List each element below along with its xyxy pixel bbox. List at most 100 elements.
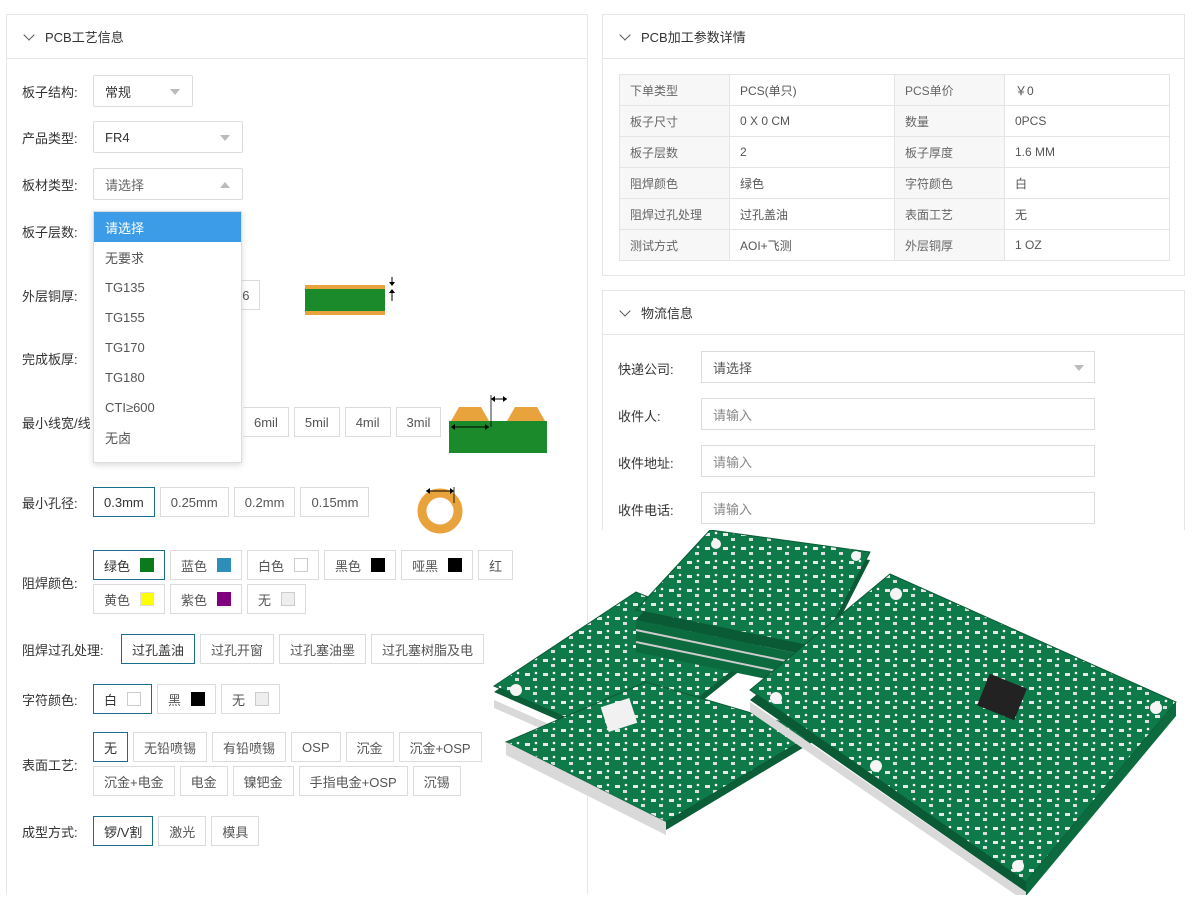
finish-option[interactable]: 电金 (179, 766, 228, 796)
dropdown-option[interactable]: TG155 (105, 309, 145, 325)
param-key: 阻焊颜色 (619, 167, 730, 199)
param-key: 测试方式 (619, 229, 730, 261)
solder-mask-options-row2: 黄色 紫色 无 (93, 584, 311, 614)
finish-option[interactable]: 沉锡 (412, 766, 461, 796)
color-swatch (281, 592, 296, 606)
via-option[interactable]: 过孔塞油墨 (279, 634, 367, 664)
copper-thickness-diagram (305, 277, 395, 315)
option-label: 蓝色 (181, 558, 208, 574)
material-type-row: 板材类型: (7, 168, 93, 200)
color-swatch (191, 692, 206, 706)
layers-row: 板子层数: (7, 215, 93, 247)
trace-option[interactable]: 4mil (344, 407, 391, 437)
trace-option[interactable]: 5mil (293, 407, 340, 437)
finish-option[interactable]: OSP (291, 732, 341, 762)
mask-color-option[interactable]: 白色 (247, 550, 320, 580)
via-option[interactable]: 过孔盖油 (121, 634, 196, 664)
forming-option[interactable]: 模具 (211, 816, 260, 846)
recipient-input[interactable]: 请输入 (701, 398, 1095, 430)
hole-option[interactable]: 0.2mm (233, 487, 296, 517)
finish-option[interactable]: 沉金+电金 (93, 766, 175, 796)
field-label: 字符颜色: (22, 692, 78, 708)
hole-option[interactable]: 0.3mm (93, 487, 155, 517)
mask-color-option[interactable]: 红 (478, 550, 514, 580)
material-type-select[interactable]: 请选择 (93, 168, 243, 200)
surface-finish-row: 表面工艺: (7, 748, 93, 780)
finish-option[interactable]: 手指电金+OSP (298, 766, 408, 796)
dropdown-option[interactable]: CTI≥600 (105, 399, 155, 415)
mask-color-option[interactable]: 哑黑 (401, 550, 474, 580)
color-swatch (127, 692, 142, 706)
forming-option[interactable]: 激光 (158, 816, 207, 846)
finish-option[interactable]: 沉金+OSP (398, 732, 482, 762)
param-value: AOI+飞测 (729, 229, 895, 261)
input-placeholder: 请输入 (713, 407, 753, 423)
finish-option[interactable]: 有铅喷锡 (212, 732, 287, 762)
param-key: PCS单价 (894, 74, 1005, 106)
pcb-process-header[interactable]: PCB工艺信息 (7, 15, 587, 59)
input-placeholder: 请输入 (713, 454, 753, 470)
address-input[interactable]: 请输入 (701, 445, 1095, 477)
field-label: 板材类型: (22, 177, 78, 193)
trace-option[interactable]: 6mil (243, 407, 289, 437)
silk-option[interactable]: 黑 (157, 684, 217, 714)
product-type-select[interactable]: FR4 (93, 121, 243, 153)
dropdown-option[interactable]: 无要求 (105, 250, 145, 266)
dropdown-option[interactable]: TG180 (105, 369, 145, 385)
hole-size-diagram (417, 487, 463, 534)
mask-color-option[interactable]: 紫色 (170, 584, 243, 614)
dropdown-option[interactable]: TG170 (105, 339, 145, 355)
field-label: 外层铜厚: (22, 288, 78, 304)
mask-color-option[interactable]: 无 (247, 584, 307, 614)
param-value: 1.6 MM (1004, 136, 1170, 168)
courier-select[interactable]: 请选择 (701, 351, 1095, 383)
color-swatch (140, 592, 155, 606)
finish-option[interactable]: 无 (93, 732, 129, 762)
param-value: 2 (729, 136, 895, 168)
field-label: 最小孔径: (22, 495, 78, 511)
param-key: 板子尺寸 (619, 105, 730, 137)
silk-option[interactable]: 白 (93, 684, 153, 714)
mask-color-option[interactable]: 蓝色 (170, 550, 243, 580)
param-value: 0 X 0 CM (729, 105, 895, 137)
dropdown-option[interactable]: TG135 (105, 279, 145, 295)
field-label: 收件人: (618, 409, 661, 424)
color-swatch (217, 592, 232, 606)
caret-up-icon (220, 182, 230, 188)
hole-option[interactable]: 0.25mm (159, 487, 229, 517)
finish-option[interactable]: 无铅喷锡 (133, 732, 208, 762)
surface-finish-options-row1: 无 无铅喷锡 有铅喷锡 OSP 沉金 沉金+OSP (93, 732, 487, 762)
param-key: 表面工艺 (894, 198, 1005, 230)
dropdown-option[interactable]: 无卤 (105, 430, 132, 446)
silkscreen-options: 白 黑 无 (93, 684, 285, 714)
field-label: 板子结构: (22, 84, 78, 100)
logistics-header[interactable]: 物流信息 (603, 291, 1184, 335)
outer-copper-row: 外层铜厚: (7, 279, 93, 311)
phone-input[interactable]: 请输入 (701, 492, 1095, 524)
mask-color-option[interactable]: 黄色 (93, 584, 166, 614)
caret-down-icon (1074, 365, 1084, 371)
pcb-params-header[interactable]: PCB加工参数详情 (603, 15, 1184, 59)
forming-option[interactable]: 锣/V割 (93, 816, 154, 846)
option-label: 绿色 (104, 558, 131, 574)
option-label: 无 (232, 692, 246, 708)
hole-option[interactable]: 0.15mm (300, 487, 370, 517)
param-value: 绿色 (729, 167, 895, 199)
finish-option[interactable]: 沉金 (345, 732, 394, 762)
param-value: 无 (1004, 198, 1170, 230)
forming-row: 成型方式: (7, 815, 93, 847)
dropdown-option[interactable]: 请选择 (94, 212, 241, 242)
logistics-panel: 物流信息 快递公司: 请选择 收件人: 请输入 收件地址: 请输入 收件电话: … (602, 290, 1185, 530)
param-key: 板子厚度 (894, 136, 1005, 168)
via-option[interactable]: 过孔开窗 (200, 634, 275, 664)
param-value: 0PCS (1004, 105, 1170, 137)
finish-option[interactable]: 镍钯金 (232, 766, 294, 796)
mask-color-option[interactable]: 黑色 (324, 550, 397, 580)
via-option[interactable]: 过孔塞树脂及电 (371, 634, 485, 664)
trace-option[interactable]: 3mil (395, 407, 442, 437)
silk-option[interactable]: 无 (221, 684, 281, 714)
board-structure-select[interactable]: 常规 (93, 75, 193, 107)
mask-color-option[interactable]: 绿色 (93, 550, 166, 580)
